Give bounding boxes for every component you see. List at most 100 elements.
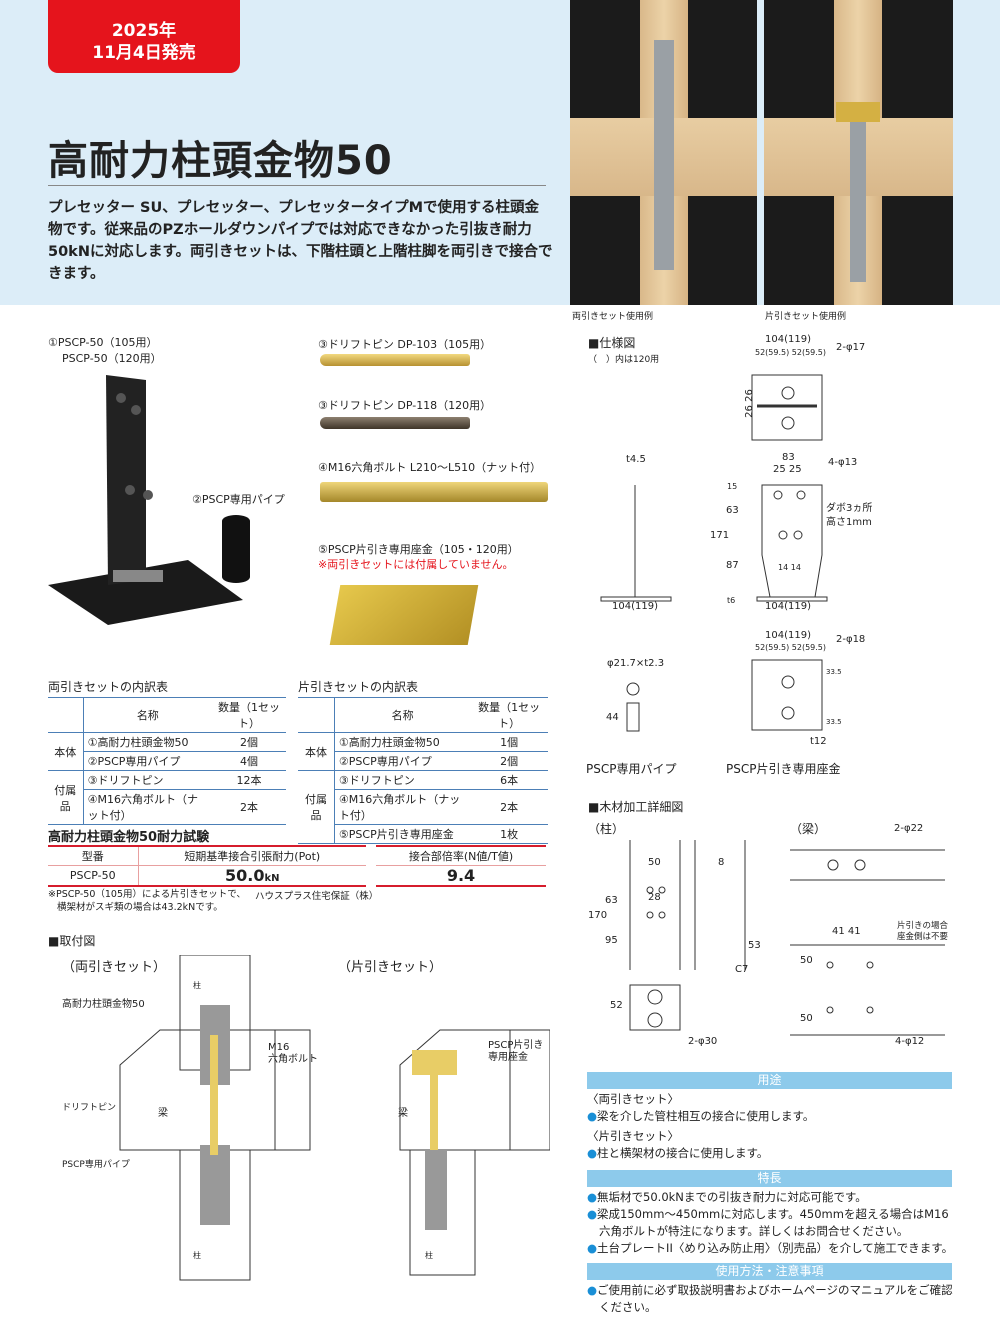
label: 柱 <box>193 1251 201 1260</box>
dim: 52(59.5) 52(59.5) <box>755 348 827 357</box>
dim: 52 <box>610 1000 623 1011</box>
label: PSCP片引き専用座金 <box>488 1040 544 1063</box>
product-label: ②PSCP専用パイプ <box>192 493 285 506</box>
dim: t4.5 <box>626 454 646 465</box>
bracket-image <box>48 375 243 625</box>
dim: C7 <box>735 964 749 975</box>
photo-caption: 両引きセット使用例 <box>572 312 654 322</box>
dim: φ21.7×t2.3 <box>607 658 665 669</box>
release-date: 11月4日発売 <box>92 43 196 63</box>
bolt-image <box>320 482 548 502</box>
dim: 104(119) <box>765 601 811 612</box>
label: PSCP専用パイプ <box>62 1160 130 1170</box>
label: 柱 <box>193 981 201 990</box>
install-right-title: （片引きセット） <box>338 960 443 975</box>
pipe-image <box>222 515 250 583</box>
dim: 15 <box>727 482 738 491</box>
dim: 50 <box>648 857 661 868</box>
dim: 33.5 <box>826 668 842 676</box>
photo-ryobiki <box>570 0 757 305</box>
dim: 14 14 <box>778 563 801 572</box>
spec-title: ■仕様図 <box>588 336 636 350</box>
dim: 104(119) <box>765 334 811 345</box>
page-title: 高耐力柱頭金物50 <box>48 138 393 184</box>
product-label: ③ドリフトピン DP-103（105用） <box>318 338 492 351</box>
photo-katabiki <box>764 0 953 305</box>
dim: 2-φ18 <box>836 634 866 645</box>
product-label: PSCP-50（120用） <box>62 352 162 365</box>
spec-caption: PSCP専用パイプ <box>586 762 677 776</box>
label: 柱 <box>425 1251 433 1260</box>
wood-beam-title: （梁） <box>790 822 827 836</box>
dim: 104(119) <box>765 630 811 641</box>
product-label: ⑤PSCP片引き専用座金（105・120用） <box>318 543 519 556</box>
spec-drawing <box>600 374 828 732</box>
dim: 171 <box>710 530 730 541</box>
dim: 25 25 <box>773 464 802 475</box>
dim: 63 <box>726 505 739 516</box>
dim: 33.5 <box>826 718 842 726</box>
product-label: ③ドリフトピン DP-118（120用） <box>318 399 492 412</box>
dim: 104(119) <box>612 601 658 612</box>
dim: 63 <box>605 895 618 906</box>
dim: 8 <box>718 857 725 868</box>
label: 高耐力柱頭金物50 <box>62 999 145 1010</box>
spec-note: （ ）内は120用 <box>588 355 660 365</box>
dim: 95 <box>605 935 618 946</box>
section-caution-header: 使用方法・注意事項 <box>587 1263 952 1280</box>
photo-caption: 片引きセット使用例 <box>765 312 847 322</box>
dim: 2-φ30 <box>688 1036 718 1047</box>
dim: 4-φ13 <box>828 457 858 468</box>
table-title: 両引きセットの内訳表 <box>48 680 169 694</box>
dim: 87 <box>726 560 739 571</box>
section-features: ●無垢材で50.0kNまでの引抜き耐力に対応可能です。 ●梁成150mm～450… <box>587 1190 954 1255</box>
dim: t12 <box>810 736 827 747</box>
product-label: ④M16六角ボルト L210～L510（ナット付） <box>318 461 542 474</box>
table-title: 片引きセットの内訳表 <box>298 680 419 694</box>
release-year: 2025年 <box>111 21 177 41</box>
dim: 53 <box>748 940 761 951</box>
spec-caption: PSCP片引き専用座金 <box>726 762 841 776</box>
test-note: ※PSCP-50（105用）による片引きセットで、横架材がスギ類の場合は43.2… <box>48 889 246 913</box>
dim: 2-φ22 <box>894 823 924 834</box>
dim: 170 <box>588 910 608 921</box>
dim: 28 <box>648 892 661 903</box>
dim: ダボ3ヵ所高さ1mm <box>826 503 873 528</box>
dim: 52(59.5) 52(59.5) <box>755 643 827 652</box>
product-note: ※両引きセットには付属していません。 <box>318 558 514 571</box>
label: 梁 <box>398 1108 408 1119</box>
dim: t6 <box>727 596 736 605</box>
install-left-title: （両引きセット） <box>62 960 167 975</box>
dim: 50 <box>800 955 813 966</box>
test-table-right: 接合部倍率(N値/T値)9.4 <box>376 845 546 887</box>
wood-title: ■木材加工詳細図 <box>588 800 684 814</box>
drift-pin-image <box>320 417 470 429</box>
install-diagram <box>119 955 550 1281</box>
section-use: 〈両引きセット〉 ●梁を介した管柱相互の接合に使用します。 〈片引きセット〉 ●… <box>587 1092 815 1160</box>
wood-note: 片引きの場合座金側は不要 <box>897 921 949 942</box>
divider <box>48 185 546 186</box>
dim: 2-φ17 <box>836 342 866 353</box>
label: ドリフトピン <box>62 1103 117 1113</box>
section-caution: ●ご使用前に必ず取扱説明書およびホームページのマニュアルをご確認ください。 <box>587 1283 953 1314</box>
dim: 41 41 <box>832 926 861 937</box>
drift-pin-image <box>320 354 470 366</box>
dim: 4-φ12 <box>895 1036 925 1047</box>
install-title: ■取付図 <box>48 934 96 948</box>
wood-col-title: （柱） <box>588 822 625 836</box>
dim: 83 <box>782 452 795 463</box>
description: プレセッター SU、プレセッター、プレセッタータイプMで使用する柱頭金物です。従… <box>48 200 553 282</box>
dim: 44 <box>606 712 619 723</box>
wood-drawing <box>629 840 945 1036</box>
product-label: ①PSCP-50（105用） <box>48 336 158 349</box>
washer-image <box>329 585 479 645</box>
test-title: 高耐力柱頭金物50耐力試験 <box>48 830 210 845</box>
label: 梁 <box>158 1108 168 1119</box>
section-features-header: 特長 <box>587 1170 952 1187</box>
section-use-header: 用途 <box>587 1072 952 1089</box>
